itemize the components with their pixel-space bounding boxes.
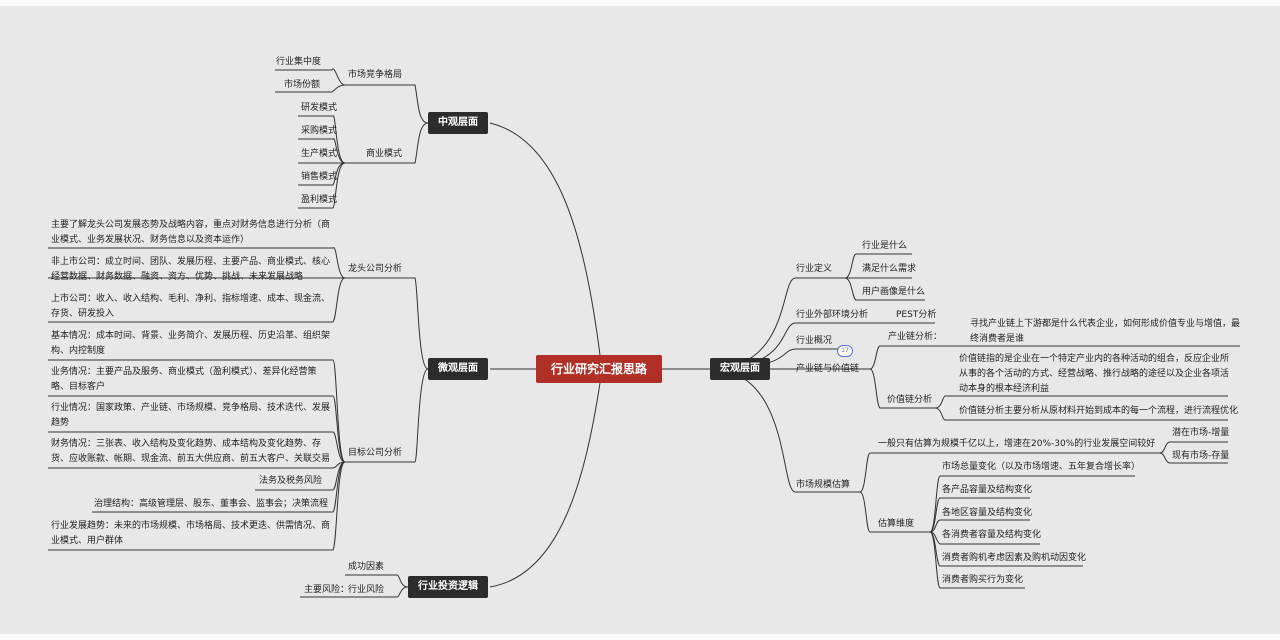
node-rd-mode[interactable]: 研发模式	[301, 103, 338, 113]
node-target-industry[interactable]: 行业情况：国家政策、产业链、市场规模、竞争格局、技术迭代、发展趋势	[51, 403, 331, 428]
node-value-chain-def[interactable]: 价值链指的是企业在一个特定产业内的各种活动的组合，反应企业所从事的各个活动的方式…	[959, 354, 1230, 394]
node-dim-behavior[interactable]: 消费者购买行为变化	[942, 575, 1024, 585]
node-estimate-rule[interactable]: 一般只有估算为规模千亿以上，增速在20%-30%的行业发展空间较好	[878, 439, 1156, 449]
node-what-industry[interactable]: 行业是什么	[862, 241, 908, 251]
node-competition[interactable]: 市场竞争格局	[348, 70, 403, 80]
node-dim-region[interactable]: 各地区容量及结构变化	[942, 508, 1033, 518]
node-hongguan[interactable]: 宏观层面	[710, 358, 770, 380]
node-chain[interactable]: 产业链与价值链	[796, 364, 860, 374]
node-leader-analysis[interactable]: 龙头公司分析	[348, 264, 403, 274]
node-needs[interactable]: 满足什么需求	[862, 264, 917, 274]
node-dim-total[interactable]: 市场总量变化（以及市场增速、五年复合增长率）	[942, 462, 1141, 472]
node-user-profile[interactable]: 用户画像是什么	[862, 287, 926, 297]
root-node[interactable]: 行业研究汇报思路	[536, 355, 662, 383]
node-touzi[interactable]: 行业投资逻辑	[408, 576, 488, 598]
node-purchase-mode[interactable]: 采购模式	[301, 126, 338, 136]
node-potential-market[interactable]: 潜在市场-增量	[1172, 428, 1230, 438]
node-industry-risk[interactable]: 行业风险	[348, 585, 385, 595]
node-industry-chain[interactable]: 产业链分析：	[888, 332, 943, 342]
node-zhongguan[interactable]: 中观层面	[428, 112, 488, 134]
node-estimate-dimension[interactable]: 估算维度	[878, 519, 915, 529]
collapsed-count-badge[interactable]: 17	[837, 345, 853, 357]
node-business-model[interactable]: 商业模式	[366, 149, 403, 159]
node-dim-product[interactable]: 各产品容量及结构变化	[942, 485, 1033, 495]
node-existing-market[interactable]: 现有市场-存量	[1172, 451, 1230, 461]
node-industry-chain-text[interactable]: 寻找产业链上下游都是什么代表企业，如何形成价值专业与增值，最终消费者是谁	[970, 319, 1241, 344]
node-target-business[interactable]: 业务情况：主要产品及服务、商业模式（盈利模式）、差异化经营策略、目标客户	[51, 367, 317, 392]
node-target-basic[interactable]: 基本情况：成本时间、背景、业务简介、发展历程、历史沿革、组织架构、内控制度	[51, 331, 331, 356]
node-dim-factors[interactable]: 消费者购机考虑因素及购机动因变化	[942, 553, 1087, 563]
node-success-factor[interactable]: 成功因素	[348, 562, 385, 572]
node-target-analysis[interactable]: 目标公司分析	[348, 448, 403, 458]
node-sales-mode[interactable]: 销售模式	[301, 172, 338, 182]
node-market-size[interactable]: 市场规模估算	[796, 480, 851, 490]
node-external-env[interactable]: 行业外部环境分析	[796, 310, 869, 320]
node-concentration[interactable]: 行业集中度	[276, 57, 322, 67]
node-profit-mode[interactable]: 盈利模式	[301, 195, 338, 205]
node-value-chain[interactable]: 价值链分析	[887, 395, 933, 405]
node-risk-prefix: 主要风险：	[304, 585, 350, 595]
node-leader-unlisted[interactable]: 非上市公司：成立时间、团队、发展历程、主要产品、商业模式、核心经营数据、财务数据…	[51, 257, 331, 282]
node-leader-summary[interactable]: 主要了解龙头公司发展态势及战略内容，重点对财务信息进行分析（商业模式、业务发展状…	[51, 220, 331, 245]
node-value-chain-flow[interactable]: 价值链分析主要分析从原材料开始到成本的每一个流程，进行流程优化	[959, 406, 1239, 416]
node-overview[interactable]: 行业概况	[796, 336, 833, 346]
node-industry-definition[interactable]: 行业定义	[796, 264, 833, 274]
node-target-trend[interactable]: 行业发展趋势：未来的市场规模、市场格局、技术更迭、供需情况、商业模式、用户群体	[51, 521, 331, 546]
top-bar	[0, 0, 1280, 6]
node-target-finance[interactable]: 财务情况：三张表、收入结构及变化趋势、成本结构及变化趋势、存货、应收账款、帐期、…	[51, 439, 331, 464]
node-dim-consumer[interactable]: 各消费者容量及结构变化	[942, 530, 1042, 540]
node-market-share[interactable]: 市场份额	[284, 80, 321, 90]
node-leader-listed[interactable]: 上市公司：收入、收入结构、毛利、净利、指标增速、成本、现金流、存货、研发投入	[51, 294, 331, 319]
node-target-legal[interactable]: 法务及税务风险	[259, 476, 323, 486]
bottom-bar	[0, 634, 1280, 640]
node-weiguan[interactable]: 微观层面	[428, 358, 488, 380]
node-target-governance[interactable]: 治理结构：高级管理层、股东、董事会、监事会；决策流程	[94, 499, 329, 509]
node-production-mode[interactable]: 生产模式	[301, 149, 338, 159]
node-pest[interactable]: PEST分析	[896, 310, 937, 320]
